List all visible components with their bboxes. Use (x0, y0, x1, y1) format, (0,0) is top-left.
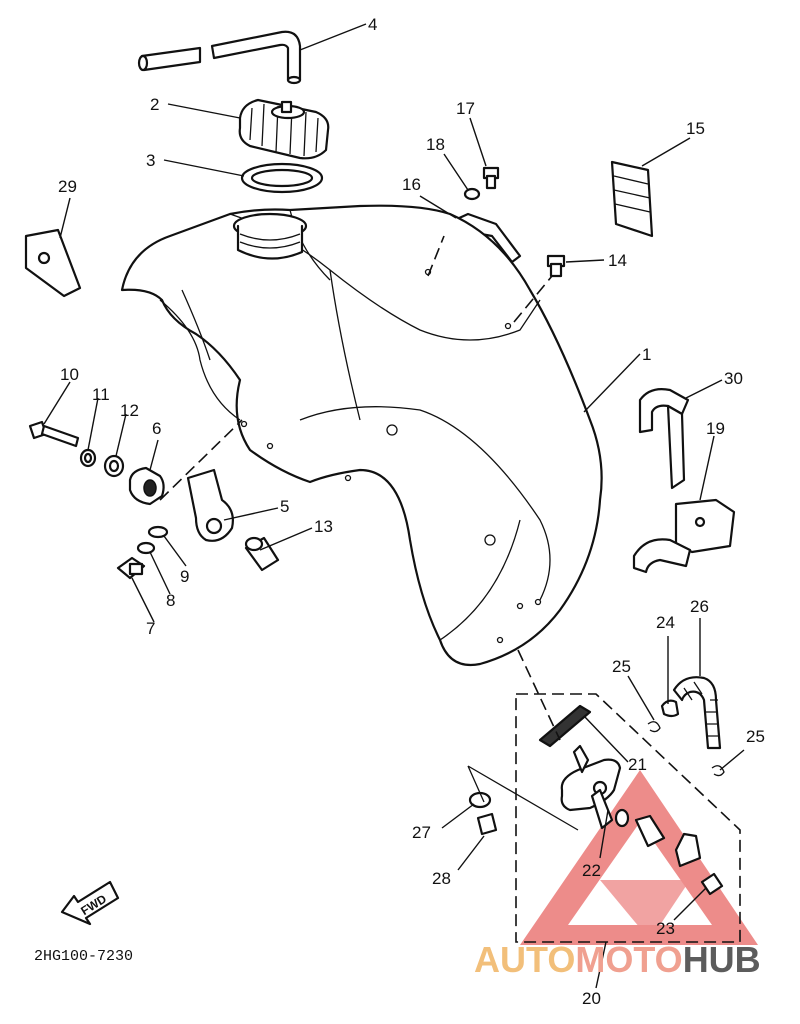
part-20-fuel-cock-assembly (515, 693, 741, 943)
part-8-washer (136, 541, 156, 555)
callout-28: 28 (432, 869, 451, 888)
callout-9: 9 (180, 567, 189, 586)
part-4-breather-hose (137, 30, 302, 85)
part-26-fuel-hose (672, 676, 722, 750)
callout-11: 11 (92, 385, 110, 404)
watermark-auto: AUTO (474, 939, 575, 980)
callout-26: 26 (690, 597, 709, 616)
part-23-screw (700, 872, 724, 896)
callout-2: 2 (150, 95, 159, 114)
watermark-hub: HUB (683, 939, 761, 980)
part-10-bolt (28, 420, 80, 448)
part-25-clip-upper (647, 721, 661, 733)
part-14-bolt (546, 254, 566, 278)
part-24-hose-clip (660, 699, 680, 718)
part-18-washer (463, 187, 481, 201)
part-29-bracket (24, 228, 82, 298)
diagram-code: 2HG100-7230 (34, 948, 133, 965)
svg-text:AUTOMOTOHUB: AUTOMOTOHUB (474, 939, 761, 980)
part-11-washer (79, 448, 97, 468)
callout-30: 30 (724, 369, 743, 388)
watermark-moto: MOTO (575, 939, 682, 980)
callout-5: 5 (280, 497, 289, 516)
assembly-guide-lines (159, 235, 579, 831)
callout-12: 12 (120, 401, 139, 420)
callout-19: 19 (706, 419, 725, 438)
part-5-stay (186, 468, 234, 542)
fwd-arrow-icon: FWD (60, 880, 120, 926)
callout-20: 20 (582, 989, 601, 1008)
part-30-clamp (638, 388, 690, 490)
callout-7: 7 (146, 619, 155, 638)
callout-25-lower: 25 (746, 727, 765, 746)
part-13-collar (244, 536, 280, 572)
fuel-cock-body (560, 744, 622, 830)
callout-18: 18 (426, 135, 445, 154)
callout-4: 4 (368, 15, 377, 34)
callout-21: 21 (628, 755, 647, 774)
callout-25-upper: 25 (612, 657, 631, 676)
part-21-gasket (538, 704, 592, 748)
callouts: 4 2 3 29 17 18 16 15 14 1 30 19 10 11 12… (58, 15, 765, 1008)
watermark-logo (520, 770, 758, 945)
part-19-holder (632, 498, 736, 574)
callout-10: 10 (60, 365, 79, 384)
callout-3: 3 (146, 151, 155, 170)
callout-22: 22 (582, 861, 601, 880)
part-17-screw (482, 166, 500, 190)
callout-16: 16 (402, 175, 421, 194)
callout-23: 23 (656, 919, 675, 938)
callout-13: 13 (314, 517, 333, 536)
part-12-washer (103, 454, 125, 478)
part-2-fuel-cap (238, 98, 330, 160)
part-15-damper (610, 160, 654, 238)
callout-8: 8 (166, 591, 175, 610)
part-1-fuel-tank (120, 204, 603, 667)
part-28-bolt (476, 812, 498, 836)
part-7-bolt (116, 556, 146, 580)
watermark-triangle-icon (520, 770, 758, 945)
part-9-washer (147, 525, 169, 539)
part-25-clip-lower (711, 765, 725, 777)
part-22-lever (614, 808, 702, 868)
callout-14: 14 (608, 251, 627, 270)
callout-15: 15 (686, 119, 705, 138)
part-3-cap-gasket (240, 162, 324, 194)
callout-17: 17 (456, 99, 475, 118)
callout-6: 6 (152, 419, 161, 438)
part-6-damper (128, 466, 165, 506)
callout-27: 27 (412, 823, 431, 842)
callout-29: 29 (58, 177, 77, 196)
callout-24: 24 (656, 613, 675, 632)
leader-lines (43, 23, 745, 989)
callout-1: 1 (642, 345, 651, 364)
watermark-brand: AUTOMOTOHUB (474, 939, 761, 980)
